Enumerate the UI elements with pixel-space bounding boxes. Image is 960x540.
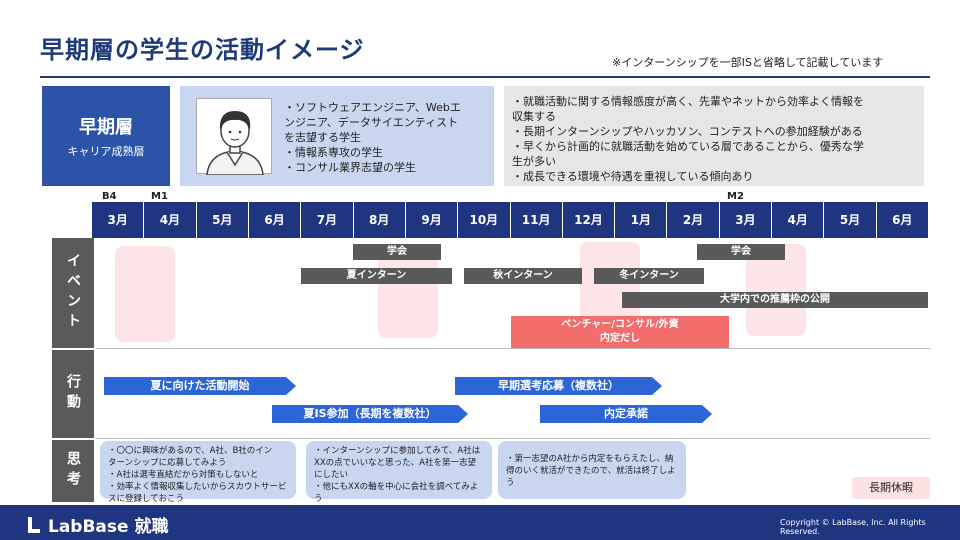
thought-line: ・A社は選考直結だから対策もしないと bbox=[108, 470, 259, 480]
month-cell: 1月 bbox=[615, 202, 668, 238]
venture-line: 内定だし bbox=[600, 333, 640, 344]
trait-line: 生が多い bbox=[512, 155, 556, 168]
month-cell: 5月 bbox=[197, 202, 249, 238]
action-accept-offer-arrow: 内定承諾 bbox=[540, 405, 712, 423]
persona-description: ・ソフトウェアエンジニア、Webエ ンジニア、データサイエンティスト を志望する… bbox=[284, 100, 490, 175]
traits-description: ・就職活動に関する情報感度が高く、先輩やネットから効率よく情報を 収集する ・長… bbox=[512, 94, 916, 184]
student-avatar-icon bbox=[196, 98, 272, 176]
thought-box-1: ・〇〇に興味があるので、A社、B社のイン ターンシップに応募してみよう ・A社は… bbox=[100, 441, 296, 504]
grade-label-m1: M1 bbox=[151, 191, 168, 202]
trait-line: ・早くから計画的に就職活動を始めている層であることから、優秀な学 bbox=[512, 140, 864, 153]
month-timeline: 3月 4月 5月 6月 7月 8月 9月 10月 11月 12月 1月 2月 3… bbox=[92, 202, 928, 238]
action-start-arrow: 夏に向けた活動開始 bbox=[104, 377, 296, 395]
abbreviation-note: ※インターンシップを一部ISと省略して記載しています bbox=[612, 56, 884, 69]
venture-line: ベンチャー/コンサル/外資 bbox=[561, 319, 679, 330]
event-university-recommendation: 大学内での推薦枠の公開 bbox=[622, 292, 928, 308]
event-winter-internship: 冬インターン bbox=[594, 268, 704, 284]
month-cell: 5月 bbox=[824, 202, 877, 238]
section-thought-label: 思考 bbox=[52, 440, 94, 502]
holiday-highlight bbox=[378, 246, 438, 338]
thought-box-3: ・第一志望のA社から内定をもらえたし、納 得のいく就活ができたので、就活は終了し… bbox=[498, 441, 686, 499]
section-divider bbox=[96, 348, 930, 349]
thought-line: う bbox=[314, 494, 323, 504]
month-cell: 2月 bbox=[667, 202, 720, 238]
month-cell: 6月 bbox=[892, 213, 913, 227]
action-summer-is-arrow: 夏IS参加（長期を複数社） bbox=[272, 405, 468, 423]
trait-line: ・長期インターンシップやハッカソン、コンテストへの参加経験がある bbox=[512, 125, 863, 138]
month-cell: 3月 bbox=[720, 202, 773, 238]
persona-line: ・コンサル業界志望の学生 bbox=[284, 161, 416, 174]
stage-box: 早期層 キャリア成熟層 bbox=[42, 86, 170, 186]
holiday-highlight bbox=[115, 246, 175, 342]
event-summer-internship: 夏インターン bbox=[301, 268, 452, 284]
page-title: 早期層の学生の活動イメージ bbox=[40, 36, 365, 64]
stage-name: 早期層 bbox=[79, 117, 133, 138]
grade-label-b4: B4 bbox=[102, 191, 117, 202]
trait-line: ・成長できる環境や待遇を重視している傾向あり bbox=[512, 170, 754, 183]
event-venture-offers: ベンチャー/コンサル/外資 内定だし bbox=[511, 316, 729, 348]
persona-line: ・情報系専攻の学生 bbox=[284, 146, 383, 159]
section-divider bbox=[96, 438, 930, 439]
thought-line: スに登録しておこう bbox=[108, 494, 184, 504]
thought-line: ターンシップに応募してみよう bbox=[108, 458, 227, 468]
event-autumn-internship: 秋インターン bbox=[464, 268, 582, 284]
footer-bar bbox=[0, 505, 960, 540]
action-early-selection-arrow: 早期選考応募（複数社） bbox=[455, 377, 662, 395]
month-cell: 9月 bbox=[406, 202, 459, 238]
month-cell: 10月 bbox=[458, 202, 511, 238]
month-cell: 3月 bbox=[92, 202, 145, 238]
stage-sub: キャリア成熟層 bbox=[67, 145, 145, 158]
brand-logo: LabBase 就職 bbox=[26, 512, 168, 537]
thought-line: ・インターンシップに参加してみて、A社は bbox=[314, 446, 481, 456]
trait-line: ・就職活動に関する情報感度が高く、先輩やネットから効率よく情報を bbox=[512, 95, 864, 108]
long-holiday-legend: 長期休暇 bbox=[852, 477, 930, 499]
event-conference-2: 学会 bbox=[697, 244, 785, 260]
thought-line: ・第一志望のA社から内定をもらえたし、納 bbox=[506, 454, 674, 464]
thought-line: う bbox=[506, 478, 515, 488]
month-cell: 4月 bbox=[144, 202, 197, 238]
persona-line: ・ソフトウェアエンジニア、Webエ bbox=[284, 101, 461, 114]
brand-name: LabBase 就職 bbox=[48, 517, 169, 537]
event-conference-1: 学会 bbox=[353, 244, 441, 260]
title-divider bbox=[40, 76, 930, 78]
copyright-text: Copyright © LabBase, Inc. All Rights Res… bbox=[780, 518, 926, 536]
thought-line: XXの点でいいなと思った、A社を第一志望 bbox=[314, 458, 476, 468]
thought-line: ・〇〇に興味があるので、A社、B社のイン bbox=[108, 446, 273, 456]
grade-label-m2: M2 bbox=[727, 191, 744, 202]
thought-line: ・効率よく情報収集したいからスカウトサービ bbox=[108, 482, 287, 492]
month-cell: 4月 bbox=[772, 202, 825, 238]
thought-line: にしたい bbox=[314, 470, 349, 480]
month-cell: 12月 bbox=[563, 202, 616, 238]
persona-line: を志望する学生 bbox=[284, 131, 361, 144]
section-action-label: 行動 bbox=[52, 350, 94, 438]
month-cell: 8月 bbox=[354, 202, 406, 238]
labbase-logo-icon bbox=[28, 516, 40, 533]
section-event-label: イベント bbox=[52, 238, 94, 348]
traits-box bbox=[504, 86, 924, 186]
thought-box-2: ・インターンシップに参加してみて、A社は XXの点でいいなと思った、A社を第一志… bbox=[306, 441, 492, 504]
persona-line: ンジニア、データサイエンティスト bbox=[284, 116, 459, 129]
month-cell: 11月 bbox=[511, 202, 563, 238]
trait-line: 収集する bbox=[512, 110, 556, 123]
thought-line: ・他にもXXの軸を中心に会社を調べてみよ bbox=[314, 482, 479, 492]
month-cell: 6月 bbox=[249, 202, 302, 238]
thought-line: 得のいく就活ができたので、就活は終了しよ bbox=[506, 466, 676, 476]
month-cell: 7月 bbox=[301, 202, 354, 238]
